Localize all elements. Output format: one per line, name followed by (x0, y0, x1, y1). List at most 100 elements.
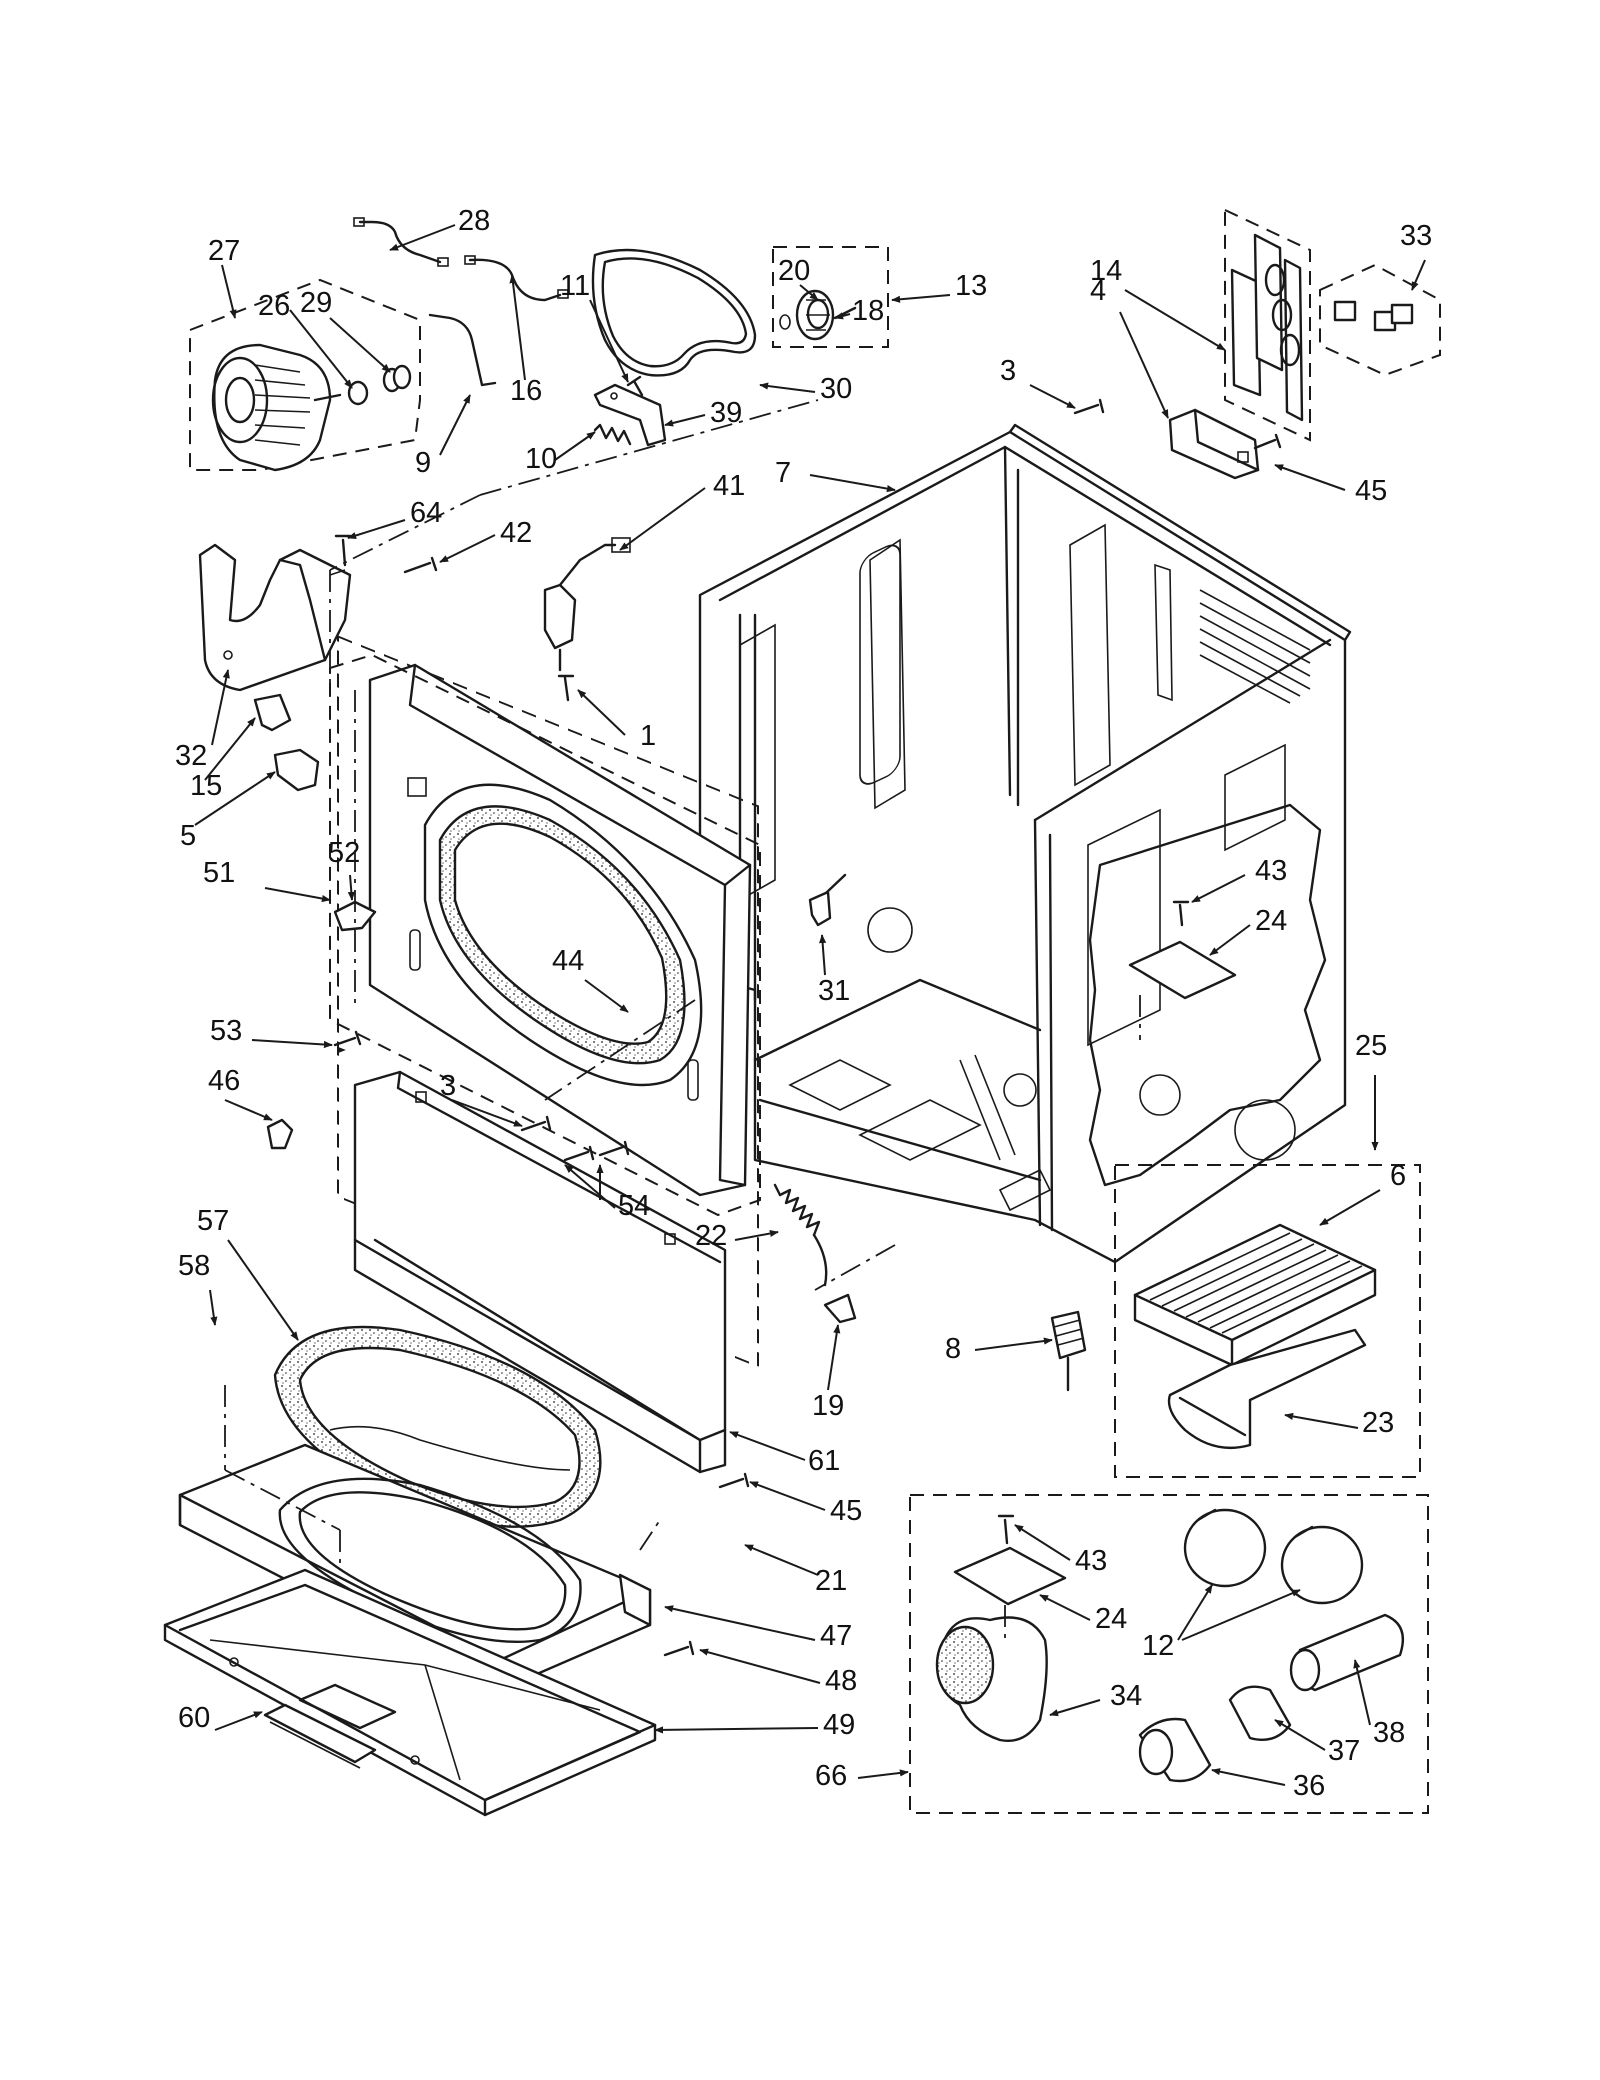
callout-38: 38 (1353, 1659, 1405, 1749)
callout-label: 46 (208, 1065, 240, 1097)
thermal-fuse (543, 537, 631, 672)
callout-label: 45 (1355, 475, 1387, 507)
leader-line (1181, 1589, 1301, 1641)
callout-label: 21 (815, 1565, 847, 1597)
callout-64: 64 (347, 497, 442, 539)
alignment-line (224, 1469, 341, 1531)
callout-label: 14 (1090, 255, 1122, 287)
callout-label: 61 (808, 1445, 840, 1477)
screw-53 (333, 1030, 362, 1047)
callout-28: 28 (389, 205, 490, 251)
callout-45: 45 (749, 1481, 862, 1527)
callout-57: 57 (197, 1205, 299, 1341)
switch-5 (273, 748, 320, 792)
terminal-kit (1333, 300, 1414, 332)
callout-3: 3 (440, 1070, 523, 1127)
front-panel (337, 635, 759, 1368)
callout-27: 27 (208, 235, 240, 319)
callout-label: 49 (823, 1709, 855, 1741)
callout-43: 43 (1191, 855, 1287, 903)
callout-37: 37 (1274, 1719, 1360, 1767)
door-hinge (333, 900, 377, 932)
switch-15 (253, 693, 292, 732)
cover-plate-top (1128, 940, 1237, 1000)
callout-label: 20 (778, 255, 810, 287)
callout-label: 25 (1355, 1030, 1387, 1062)
callout-label: 60 (178, 1702, 210, 1734)
callout-label: 45 (830, 1495, 862, 1527)
callout-label: 37 (1328, 1735, 1360, 1767)
callout-3: 3 (1000, 355, 1076, 409)
spring-clip (823, 1293, 857, 1324)
callout-19: 19 (812, 1324, 844, 1422)
callout-44: 44 (552, 945, 629, 1013)
door-spring (773, 1183, 828, 1287)
callout-label: 39 (710, 397, 742, 429)
callout-7: 7 (775, 457, 896, 493)
screw-64 (334, 534, 352, 567)
callout-29: 29 (300, 287, 391, 373)
callout-47: 47 (664, 1605, 852, 1652)
screw-48 (663, 1640, 695, 1657)
callout-label: 38 (1373, 1717, 1405, 1749)
callout-label: 48 (825, 1665, 857, 1697)
callout-36: 36 (1211, 1768, 1325, 1802)
callout-60: 60 (178, 1702, 263, 1734)
callout-20: 20 (778, 255, 819, 301)
leveling-leg (1050, 1310, 1087, 1392)
callout-label: 24 (1095, 1603, 1127, 1635)
elbow-duct (935, 1616, 1048, 1742)
thermostat-boundary (1224, 208, 1311, 442)
callout-label: 44 (552, 945, 584, 977)
terminal-kit-boundary (1319, 263, 1441, 377)
callout-58: 58 (178, 1250, 218, 1326)
callout-label: 19 (812, 1390, 844, 1422)
screw-1 (557, 674, 575, 702)
callout-53: 53 (210, 1015, 333, 1049)
callout-label: 6 (1390, 1160, 1406, 1192)
callout-label: 66 (815, 1760, 847, 1792)
motor (211, 343, 342, 472)
callout-label: 13 (955, 270, 987, 302)
callout-18: 18 (834, 295, 884, 327)
callout-25: 25 (1355, 1030, 1387, 1151)
lint-housing (1167, 1328, 1367, 1449)
lint-screen (1133, 1223, 1377, 1367)
motor-mount (198, 543, 352, 692)
callout-label: 58 (178, 1250, 210, 1282)
callout-label: 42 (500, 517, 532, 549)
callout-label: 22 (695, 1220, 727, 1252)
kick-plate (263, 1703, 377, 1769)
callout-label: 53 (210, 1015, 242, 1047)
callout-label: 10 (525, 443, 557, 475)
callout-45: 45 (1274, 464, 1387, 507)
callout-label: 64 (410, 497, 442, 529)
callout-label: 8 (945, 1333, 961, 1365)
callout-label: 30 (820, 373, 852, 405)
callout-66: 66 (815, 1760, 909, 1792)
callout-34: 34 (1049, 1680, 1142, 1717)
lint-screen-boundary (1114, 1164, 1421, 1478)
alignment-line (544, 999, 696, 1101)
callout-label: 11 (560, 270, 590, 302)
callout-22: 22 (695, 1220, 779, 1252)
screw-45-bottom (718, 1472, 750, 1489)
alignment-line (479, 399, 819, 496)
callout-12: 12 (1142, 1584, 1213, 1662)
callout-label: 43 (1255, 855, 1287, 887)
callout-13: 13 (891, 270, 987, 303)
callout-label: 51 (203, 857, 235, 889)
callout-49: 49 (654, 1709, 855, 1741)
screw-3-top (1073, 398, 1105, 415)
callout-61: 61 (729, 1431, 840, 1477)
callout-14: 14 (1090, 255, 1226, 351)
door-stop (266, 1118, 294, 1150)
drive-belt (591, 248, 757, 377)
callout-24: 24 (1039, 1594, 1127, 1635)
callout-30: 30 (759, 373, 852, 405)
callout-label: 9 (415, 447, 431, 479)
callout-label: 15 (190, 770, 222, 802)
cover-plate-bottom (953, 1546, 1067, 1606)
callout-8: 8 (945, 1333, 1053, 1365)
